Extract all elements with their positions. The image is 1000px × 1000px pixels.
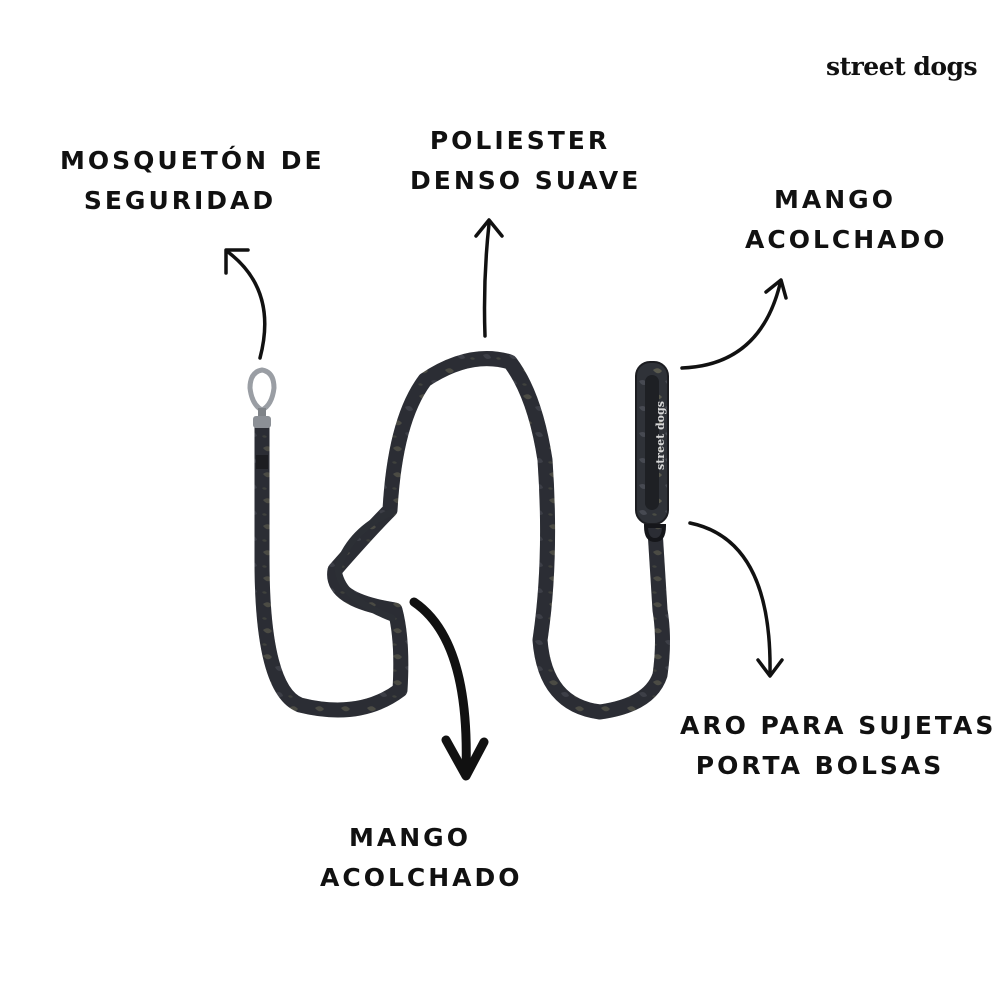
label-top-handle-line1: MANGO — [774, 185, 896, 214]
label-carabiner-line2: SEGURIDAD — [83, 186, 277, 215]
handle-print: street dogs — [654, 401, 667, 470]
label-bottom-handle: MANGO ACOLCHADO — [320, 818, 523, 898]
label-fabric: POLIESTER DENSO SUAVE — [410, 121, 642, 201]
label-fabric-line2: DENSO SUAVE — [410, 166, 642, 195]
label-carabiner-line1: MOSQUETÓN DE — [60, 146, 325, 175]
arrow-icon — [409, 597, 489, 781]
top-handle: street dogs — [635, 361, 669, 525]
label-top-handle-line2: ACOLCHADO — [745, 225, 948, 254]
label-bag-ring-line2: PORTA BOLSAS — [695, 751, 945, 780]
leash-icon — [254, 351, 670, 720]
label-bag-ring: ARO PARA SUJETAS PORTA BOLSAS — [680, 706, 997, 786]
label-bottom-handle-line2: ACOLCHADO — [320, 863, 523, 892]
label-bag-ring-line1: ARO PARA SUJETAS — [680, 711, 997, 740]
label-fabric-line1: POLIESTER — [429, 126, 611, 155]
label-carabiner: MOSQUETÓN DE SEGURIDAD — [60, 141, 325, 221]
label-top-handle: MANGO ACOLCHADO — [745, 180, 948, 260]
arrow-icon — [224, 218, 788, 678]
d-ring-icon — [643, 524, 667, 543]
carabiner-icon — [247, 367, 277, 428]
brand-logo: street dogs — [826, 52, 978, 81]
label-bottom-handle-line1: MANGO — [349, 823, 471, 852]
